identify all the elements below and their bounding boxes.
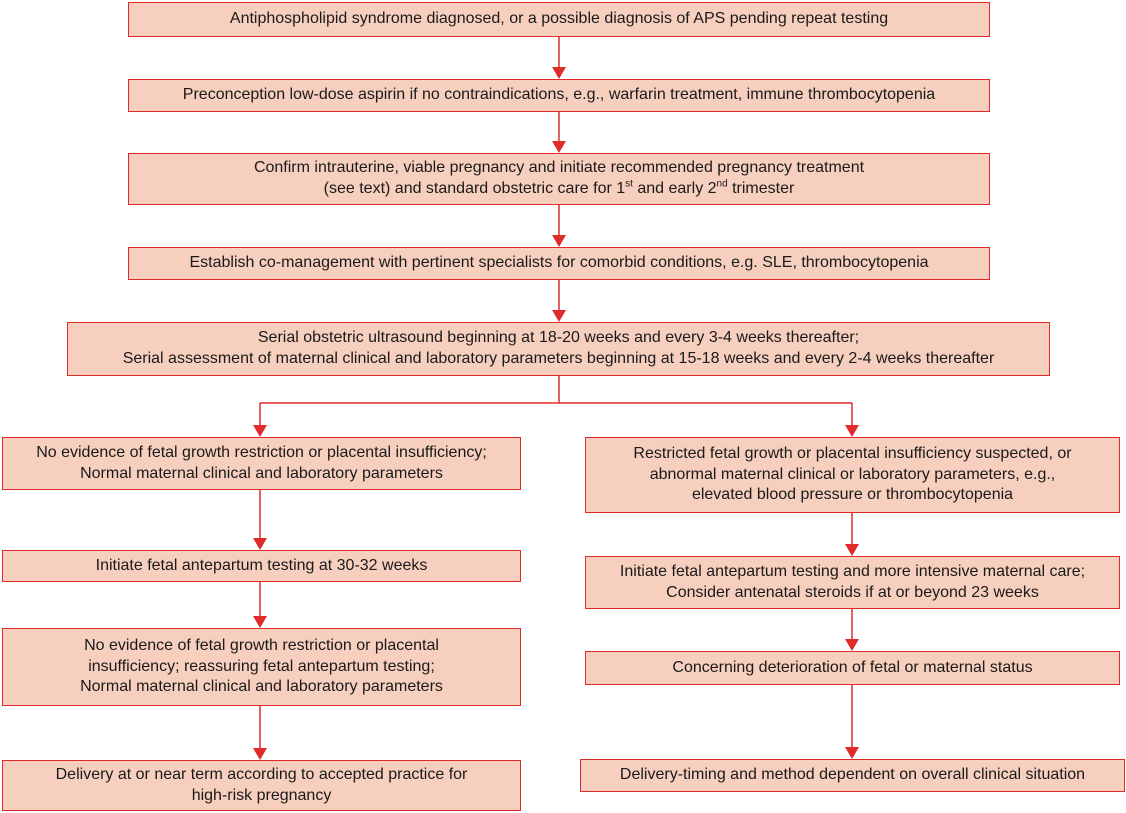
- box-right-intensive-care-content: Initiate fetal antepartum testing and mo…: [620, 562, 1085, 604]
- box-left-reassuring-status: No evidence of fetal growth restriction …: [2, 628, 521, 706]
- box-right-abnormal-findings-line-1: Restricted fetal growth or placental ins…: [633, 444, 1072, 462]
- box-right-intensive-care-line-2: Consider antenatal steroids if at or bey…: [666, 583, 1039, 601]
- box-right-delivery: Delivery-timing and method dependent on …: [580, 759, 1125, 792]
- box-right-deterioration: Concerning deterioration of fetal or mat…: [585, 651, 1120, 685]
- box-serial-monitoring-content: Serial obstetric ultrasound beginning at…: [123, 328, 995, 370]
- box-preconception-aspirin: Preconception low-dose aspirin if no con…: [128, 79, 990, 112]
- box-serial-monitoring-line-1: Serial obstetric ultrasound beginning at…: [257, 329, 860, 347]
- box-right-abnormal-findings: Restricted fetal growth or placental ins…: [585, 437, 1120, 513]
- box-serial-monitoring: Serial obstetric ultrasound beginning at…: [67, 322, 1050, 376]
- box-right-intensive-care: Initiate fetal antepartum testing and mo…: [585, 556, 1120, 609]
- box-left-delivery: Delivery at or near term according to ac…: [2, 760, 521, 811]
- box-right-abnormal-findings-content: Restricted fetal growth or placental ins…: [633, 444, 1071, 506]
- box-left-antepartum-testing-text: Initiate fetal antepartum testing at 30-…: [95, 556, 428, 574]
- arrowhead-R2: [845, 544, 859, 556]
- arrowhead-R4: [845, 747, 859, 759]
- box-confirm-pregnancy-content: Confirm intrauterine, viable pregnancy a…: [254, 158, 864, 200]
- box-confirm-pregnancy: Confirm intrauterine, viable pregnancy a…: [128, 153, 990, 205]
- box-right-deterioration-text: Concerning deterioration of fetal or mat…: [672, 658, 1033, 676]
- box-left-normal-findings-content: No evidence of fetal growth restriction …: [36, 443, 487, 485]
- line2-part-a: (see text) and standard obstetric care f…: [323, 180, 626, 197]
- arrowhead-L3: [253, 616, 267, 628]
- arrowhead-b3: [552, 141, 566, 153]
- box-right-intensive-care-line-1: Initiate fetal antepartum testing and mo…: [619, 562, 1086, 580]
- box-left-delivery-line-2: high-risk pregnancy: [191, 786, 332, 804]
- box-left-delivery-content: Delivery at or near term according to ac…: [56, 765, 468, 807]
- arrowheads: [253, 67, 859, 760]
- arrowhead-b2: [552, 67, 566, 79]
- box-right-abnormal-findings-line-3: elevated blood pressure or thrombocytope…: [691, 486, 1014, 504]
- box-right-abnormal-findings-line-2: abnormal maternal clinical or laboratory…: [649, 465, 1056, 483]
- connectors: [259, 37, 853, 749]
- arrowhead-L2: [253, 538, 267, 550]
- box-co-management: Establish co-management with pertinent s…: [128, 247, 990, 280]
- box-co-management-text: Establish co-management with pertinent s…: [189, 254, 929, 272]
- box-left-antepartum-testing: Initiate fetal antepartum testing at 30-…: [2, 550, 521, 582]
- arrowhead-R3: [845, 639, 859, 651]
- box-right-delivery-text: Delivery-timing and method dependent on …: [619, 766, 1086, 784]
- ordinal-nd: nd: [716, 178, 728, 190]
- box-aps-diagnosed-text: Antiphospholipid syndrome diagnosed, or …: [229, 10, 889, 28]
- box-left-reassuring-status-line-1: No evidence of fetal growth restriction …: [84, 636, 439, 654]
- arrowhead-b4: [552, 235, 566, 247]
- box-left-reassuring-status-line-3: Normal maternal clinical and laboratory …: [80, 678, 443, 696]
- box-left-normal-findings-line-1: No evidence of fetal growth restriction …: [36, 443, 487, 461]
- box-preconception-aspirin-text: Preconception low-dose aspirin if no con…: [182, 86, 936, 104]
- box-left-normal-findings-line-2: Normal maternal clinical and laboratory …: [80, 464, 443, 482]
- arrowhead-L4: [253, 748, 267, 760]
- box-left-normal-findings: No evidence of fetal growth restriction …: [2, 437, 521, 490]
- box-aps-diagnosed: Antiphospholipid syndrome diagnosed, or …: [128, 2, 990, 37]
- line2-part-c: trimester: [727, 180, 795, 197]
- box-left-reassuring-status-content: No evidence of fetal growth restriction …: [80, 636, 443, 698]
- box-confirm-pregnancy-line-1: Confirm intrauterine, viable pregnancy a…: [253, 159, 865, 177]
- box-left-delivery-line-1: Delivery at or near term according to ac…: [55, 765, 468, 783]
- arrowhead-b5: [552, 310, 566, 322]
- ordinal-st: st: [625, 178, 633, 190]
- arrowhead-R1: [845, 425, 859, 437]
- line2-part-b: and early 2: [632, 180, 717, 197]
- arrowhead-L1: [253, 425, 267, 437]
- box-left-reassuring-status-line-2: insufficiency; reassuring fetal antepart…: [88, 657, 435, 675]
- box-serial-monitoring-line-2: Serial assessment of maternal clinical a…: [122, 350, 995, 367]
- box-confirm-pregnancy-line-2: (see text) and standard obstetric care f…: [254, 179, 864, 200]
